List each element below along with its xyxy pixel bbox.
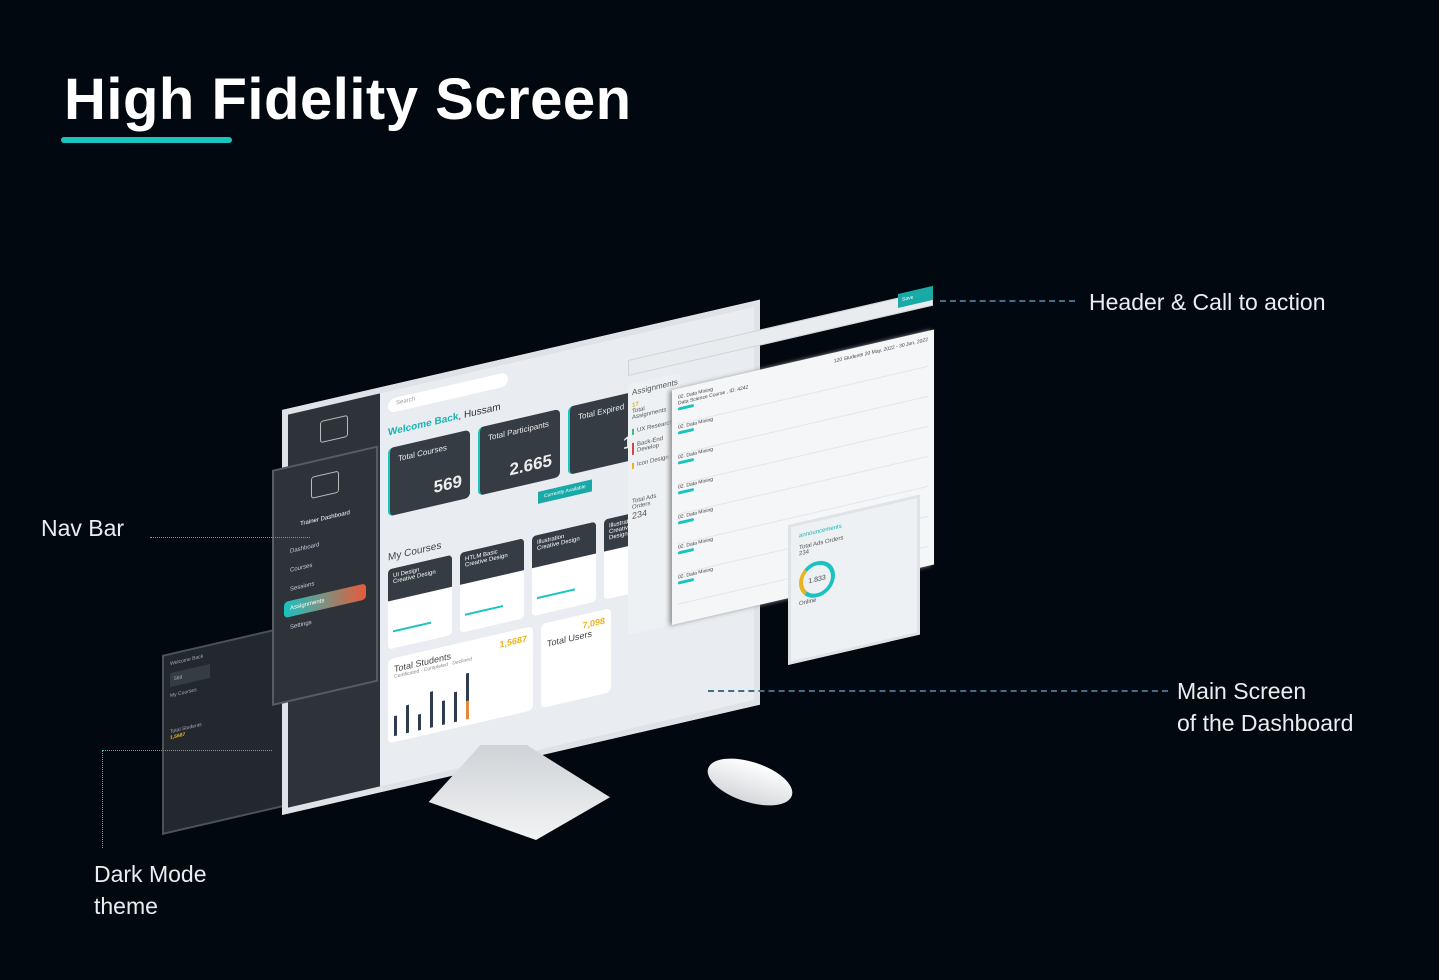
page-title: High Fidelity Screen: [64, 67, 632, 132]
title-underline: [61, 137, 232, 143]
nav-leader-line: [150, 537, 310, 538]
academy-logo: [320, 414, 348, 444]
announcements-layer: announcements Total Ads Orders 234 1.833…: [788, 494, 920, 665]
header-leader-line: [940, 300, 1075, 302]
label-header: Header & Call to action: [1089, 289, 1326, 315]
nav-bar-layer: Trainer Dashboard Dashboard Courses Sess…: [272, 445, 378, 706]
total-users-card: 7,098 Total Users: [541, 608, 611, 709]
dark-leader-line-vertical: [102, 750, 103, 848]
academy-logo: [311, 470, 339, 499]
mouse: [701, 749, 799, 815]
main-leader-line: [708, 690, 1168, 692]
dark-leader-line: [102, 750, 272, 751]
currently-available-button[interactable]: Currently Available: [538, 479, 592, 504]
label-nav-bar: Nav Bar: [41, 515, 125, 541]
dark-stat: 569: [170, 663, 210, 688]
